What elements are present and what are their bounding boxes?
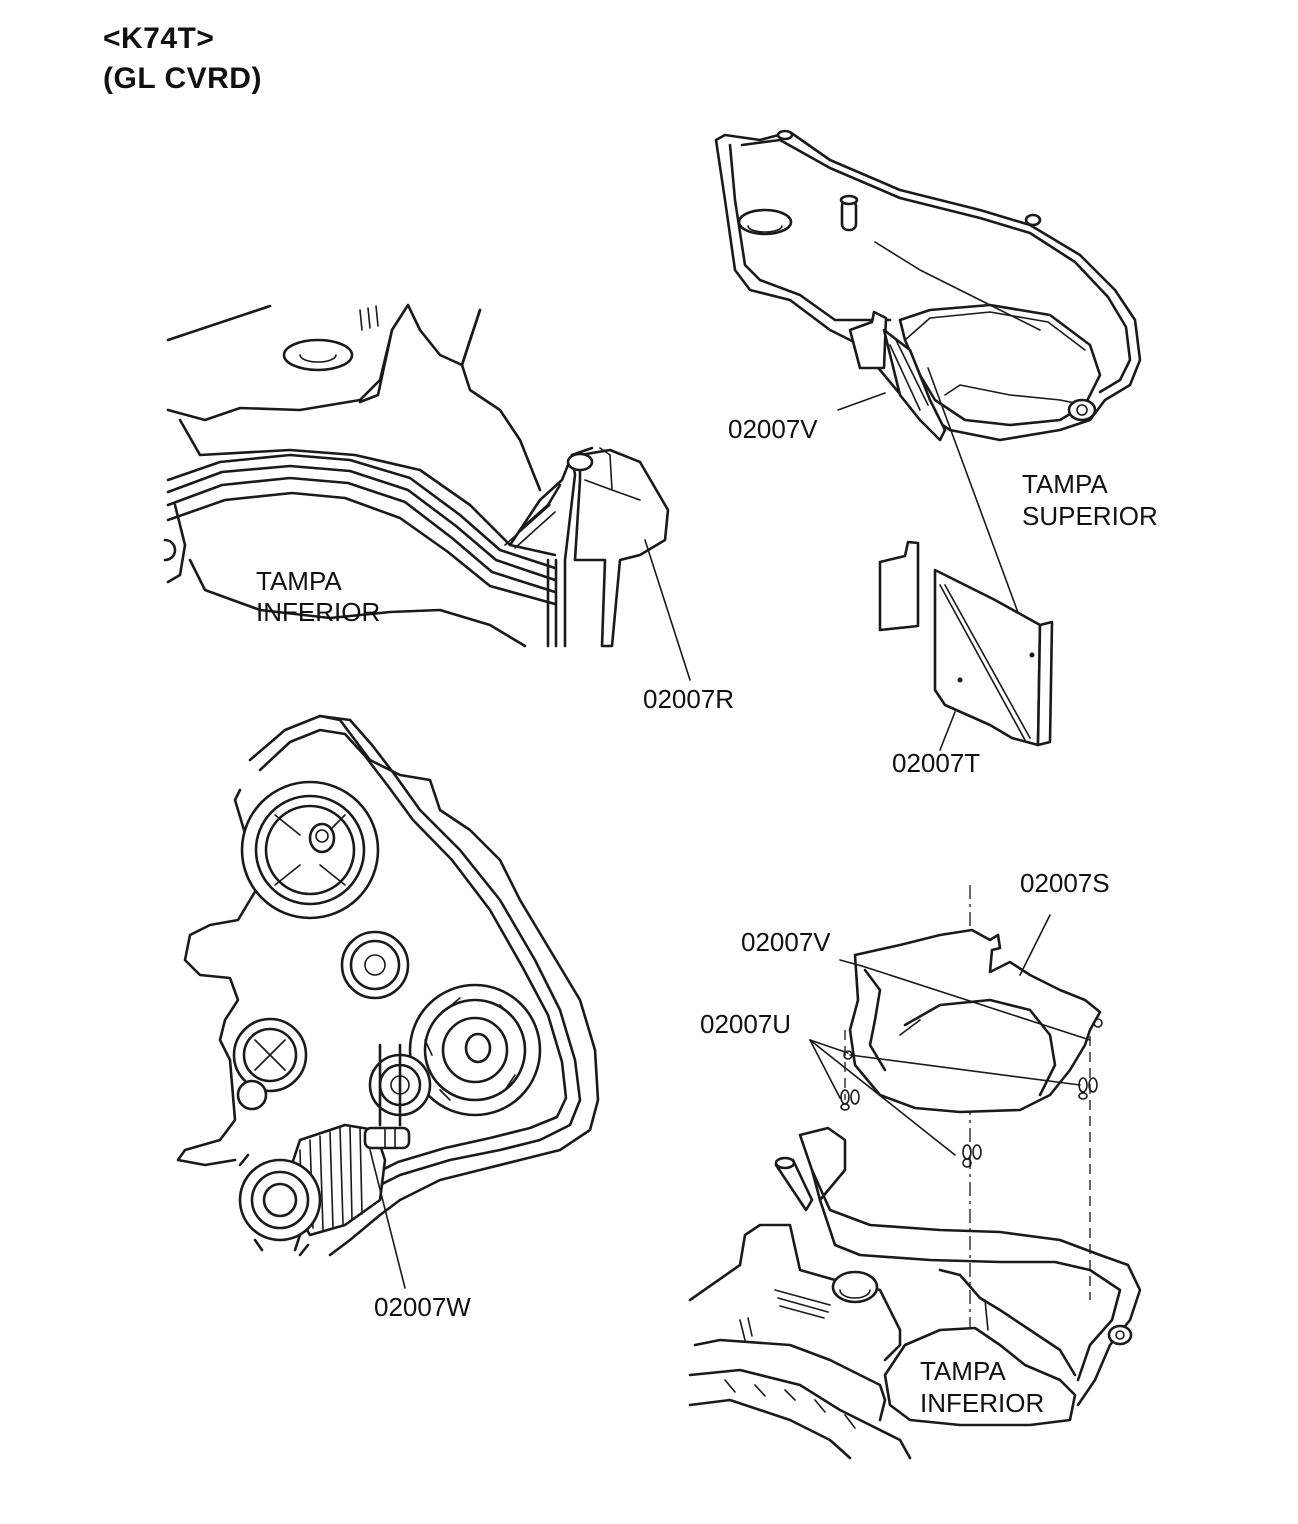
panel-exploded-covers bbox=[688, 885, 1142, 1460]
part-label-02007V-top: 02007V bbox=[728, 414, 818, 444]
seal-02007T-tab bbox=[878, 540, 920, 632]
part-label-02007R: 02007R bbox=[643, 684, 734, 714]
cam-pulley-upper bbox=[240, 780, 380, 920]
seal-02007V-top bbox=[848, 310, 888, 370]
label-tampa-superior-line2: SUPERIOR bbox=[1022, 501, 1158, 531]
panel-lower-cover-seal bbox=[163, 303, 691, 681]
label-tampa-inferior-2-line1: TAMPA bbox=[920, 1356, 1006, 1386]
label-tampa-inferior-2-line2: INFERIOR bbox=[920, 1388, 1044, 1418]
part-label-02007U: 02007U bbox=[700, 1009, 791, 1039]
seal-02007R bbox=[573, 448, 670, 648]
label-tampa-superior-line1: TAMPA bbox=[1022, 469, 1108, 499]
part-label-02007S: 02007S bbox=[1020, 868, 1110, 898]
panel-upper-cover bbox=[714, 129, 1142, 751]
cover-boss bbox=[831, 1270, 879, 1304]
label-tampa-inferior-1-line2: INFERIOR bbox=[256, 597, 380, 627]
upper-cover-exploded bbox=[848, 928, 1102, 1114]
label-tampa-inferior-1-line1: TAMPA bbox=[256, 566, 342, 596]
part-label-02007W: 02007W bbox=[374, 1292, 471, 1322]
bolt-group bbox=[840, 1077, 1098, 1168]
part-label-02007T: 02007T bbox=[892, 748, 980, 778]
part-label-02007V-bottom: 02007V bbox=[741, 927, 831, 957]
seal-02007W bbox=[363, 1126, 411, 1150]
panel-timing-belt bbox=[176, 714, 600, 1289]
model-variant: (GL CVRD) bbox=[103, 62, 262, 95]
boss-hole bbox=[282, 338, 354, 372]
model-code: <K74T> bbox=[103, 22, 215, 55]
bolt-hole bbox=[737, 208, 793, 236]
label-backing-bubble bbox=[883, 1326, 1077, 1427]
